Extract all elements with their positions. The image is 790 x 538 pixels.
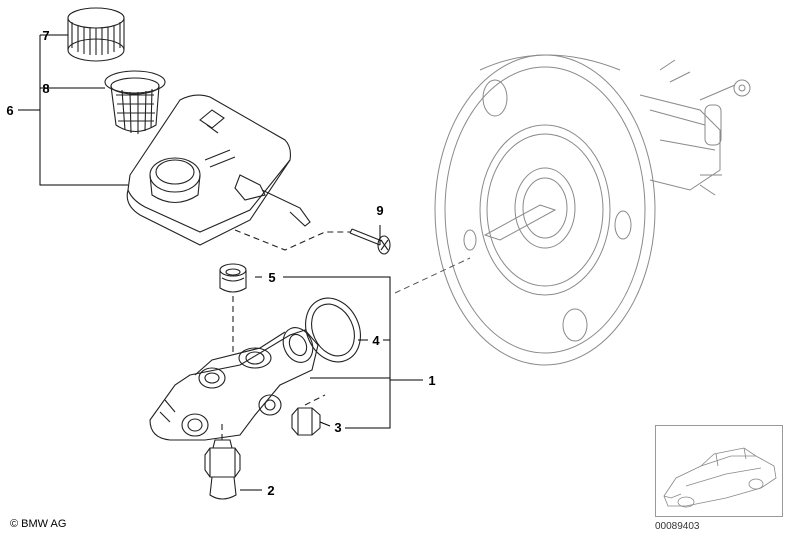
grommet xyxy=(219,263,247,293)
o-ring xyxy=(305,297,361,363)
assembly-line-screw xyxy=(234,229,350,251)
filter-strainer xyxy=(104,70,166,134)
diagram-part-number: 00089403 xyxy=(655,521,700,532)
callout-3: 3 xyxy=(334,420,341,435)
vehicle-thumbnail xyxy=(655,425,783,517)
callout-8: 8 xyxy=(42,81,49,96)
callout-6: 6 xyxy=(6,103,13,118)
brake-switch xyxy=(204,439,241,500)
screw xyxy=(349,228,391,255)
brake-booster xyxy=(434,54,751,366)
callout-labels: 7 8 6 9 5 4 1 3 2 xyxy=(6,28,435,498)
copyright-text: © BMW AG xyxy=(10,518,67,530)
master-cylinder xyxy=(149,327,319,441)
callout-2: 2 xyxy=(267,483,274,498)
reservoir-cap xyxy=(67,7,125,62)
callout-1: 1 xyxy=(428,373,435,388)
reservoir xyxy=(126,94,311,246)
nut xyxy=(291,407,321,436)
assembly-line-nut xyxy=(304,394,326,406)
assembly-line-booster xyxy=(394,257,471,294)
callout-4: 4 xyxy=(372,333,380,348)
callout-9: 9 xyxy=(376,203,383,218)
leader-lines xyxy=(18,34,423,491)
car-icon xyxy=(663,447,777,508)
callout-7: 7 xyxy=(42,28,49,43)
callout-5: 5 xyxy=(268,270,275,285)
